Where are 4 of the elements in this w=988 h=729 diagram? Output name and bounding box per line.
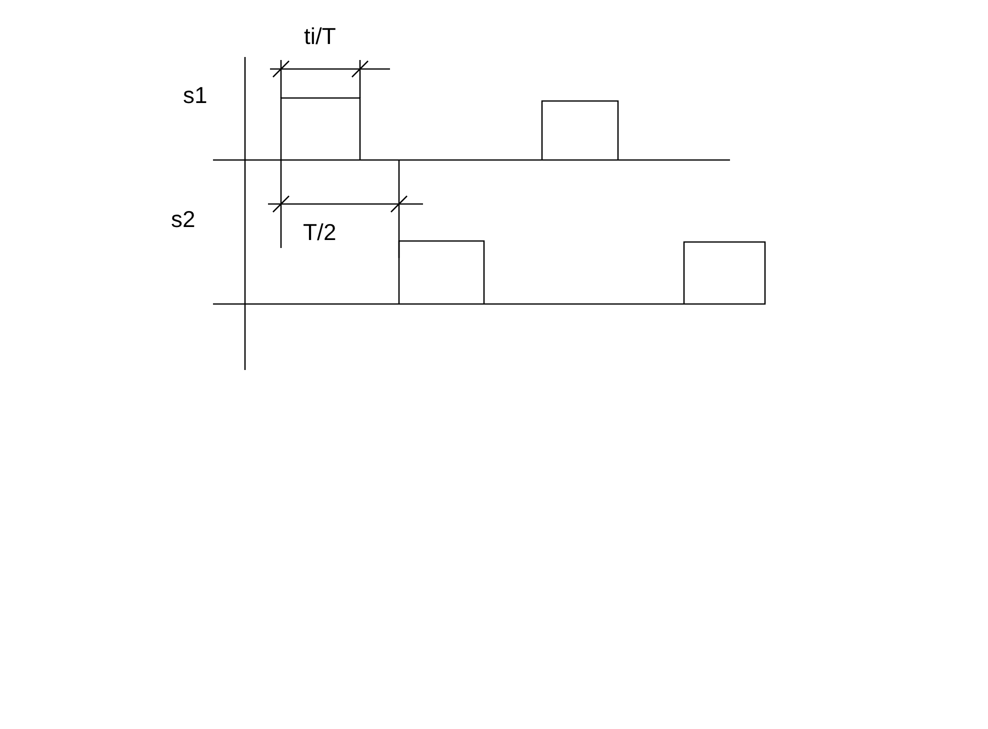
- dimension-label: T/2: [303, 221, 336, 244]
- signal-label: s1: [183, 84, 208, 107]
- signal-label: s2: [171, 208, 196, 231]
- dimension-label: ti/T: [304, 25, 336, 48]
